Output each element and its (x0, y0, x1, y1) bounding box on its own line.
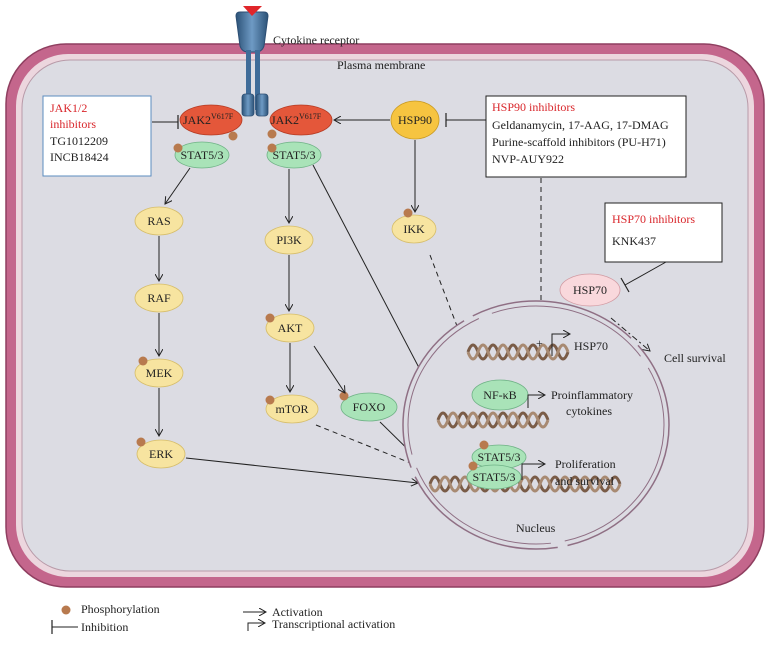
phospho-dot (228, 131, 238, 141)
phospho-dot (479, 440, 489, 450)
jak-drug-1: TG1012209 (50, 134, 108, 148)
jak2-mutation: V617F (299, 112, 322, 121)
hsp90-inhibitors-title: HSP90 inhibitors (492, 100, 575, 114)
svg-text:JAK2V617F: JAK2V617F (271, 112, 322, 127)
foxo-node: FOXO (340, 392, 398, 422)
pi3k-node: PI3K (264, 225, 314, 255)
hsp70-inhibitors-box: HSP70 inhibitors KNK437 (604, 202, 723, 263)
membrane-label: Plasma membrane (337, 58, 425, 72)
survival-label: and survival (555, 474, 615, 488)
legend-transcriptional: Transcriptional activation (272, 617, 395, 631)
hsp90-label: HSP90 (398, 113, 432, 127)
mtor-node: mTOR (265, 394, 319, 424)
nucleus-label: Nucleus (516, 521, 556, 535)
legend-phosphorylation: Phosphorylation (81, 602, 160, 616)
svg-text:JAK2V617F: JAK2V617F (183, 112, 234, 127)
stat-node-left: STAT5/3 (174, 141, 230, 169)
stat-label: STAT5/3 (180, 148, 223, 162)
proinflammatory-label: Proinflammatory (551, 388, 633, 402)
svg-text:PI3K: PI3K (276, 233, 302, 247)
jak-inhibitors-title: JAK1/2 (50, 101, 87, 115)
jak2-node-left: JAK2V617F (179, 104, 243, 136)
proliferation-label: Proliferation (555, 457, 616, 471)
hsp90-drug-2: Purine-scaffold inhibitors (PU-H71) (492, 135, 666, 149)
legend-activation: Activation (272, 605, 323, 619)
akt-node: AKT (265, 313, 315, 343)
jak2-mutation: V617F (211, 112, 234, 121)
jak2-label: JAK2 (271, 113, 299, 127)
dna-helix-3 (428, 475, 622, 493)
svg-text:IKK: IKK (403, 222, 425, 236)
hsp70-gene-label: HSP70 (574, 339, 608, 353)
hsp90-node: HSP90 (390, 100, 440, 140)
hsp70-node: HSP70 (559, 273, 621, 307)
dna-helix-2 (436, 411, 550, 429)
legend: Phosphorylation Inhibition Activation Tr… (51, 602, 395, 634)
receptor-label: Cytokine receptor (273, 33, 359, 47)
hsp70-drug-1: KNK437 (612, 234, 656, 248)
phospho-dot (265, 313, 275, 323)
svg-text:NF-κB: NF-κB (483, 388, 516, 402)
ligand-icon (243, 6, 262, 16)
cell-survival-label: Cell survival (664, 351, 726, 365)
ikk-node: IKK (391, 214, 437, 244)
svg-text:FOXO: FOXO (353, 400, 386, 414)
dna-helix-1 (466, 343, 570, 361)
cytokines-label: cytokines (566, 404, 612, 418)
jak-inhibitors-title-2: inhibitors (50, 117, 96, 131)
phospho-dot (339, 391, 349, 401)
jak-inhibitors-box: JAK1/2 inhibitors TG1012209 INCB18424 (42, 95, 152, 177)
raf-node: RAF (134, 283, 184, 313)
phospho-dot (265, 395, 275, 405)
hsp90-inhibitors-box: HSP90 inhibitors Geldanamycin, 17-AAG, 1… (485, 95, 687, 178)
erk-node: ERK (136, 439, 186, 469)
stat-dimer-nucleus: STAT5/3 STAT5/3 (466, 444, 527, 490)
jak-drug-2: INCB18424 (50, 150, 109, 164)
phospho-dot (173, 143, 183, 153)
cytokine-receptor (235, 6, 269, 117)
jak2-node-right: JAK2V617F (269, 104, 333, 136)
svg-text:RAF: RAF (147, 291, 171, 305)
svg-text:ERK: ERK (149, 447, 173, 461)
svg-text:STAT5/3: STAT5/3 (477, 450, 520, 464)
plus-sign: + (536, 336, 543, 350)
ras-node: RAS (134, 206, 184, 236)
svg-text:MEK: MEK (146, 366, 173, 380)
phospho-dot (267, 143, 277, 153)
mek-node: MEK (134, 358, 184, 388)
svg-text:RAS: RAS (147, 214, 170, 228)
legend-inhibition: Inhibition (81, 620, 128, 634)
hsp90-drug-3: NVP-AUY922 (492, 152, 564, 166)
svg-text:STAT5/3: STAT5/3 (472, 470, 515, 484)
hsp90-drug-1: Geldanamycin, 17-AAG, 17-DMAG (492, 118, 669, 132)
phospho-dot (138, 356, 148, 366)
phospho-dot (267, 129, 277, 139)
phospho-dot (403, 208, 413, 218)
svg-text:mTOR: mTOR (275, 402, 308, 416)
hsp70-inhibitors-title: HSP70 inhibitors (612, 212, 695, 226)
phospho-dot (136, 437, 146, 447)
svg-text:HSP70: HSP70 (573, 283, 607, 297)
nfkb-node: NF-κB (471, 379, 529, 411)
jak2-label: JAK2 (183, 113, 211, 127)
phospho-legend-icon (61, 605, 71, 615)
svg-text:AKT: AKT (278, 321, 303, 335)
stat-node-right: STAT5/3 (266, 141, 322, 169)
phospho-dot (468, 461, 478, 471)
stat-label: STAT5/3 (272, 148, 315, 162)
